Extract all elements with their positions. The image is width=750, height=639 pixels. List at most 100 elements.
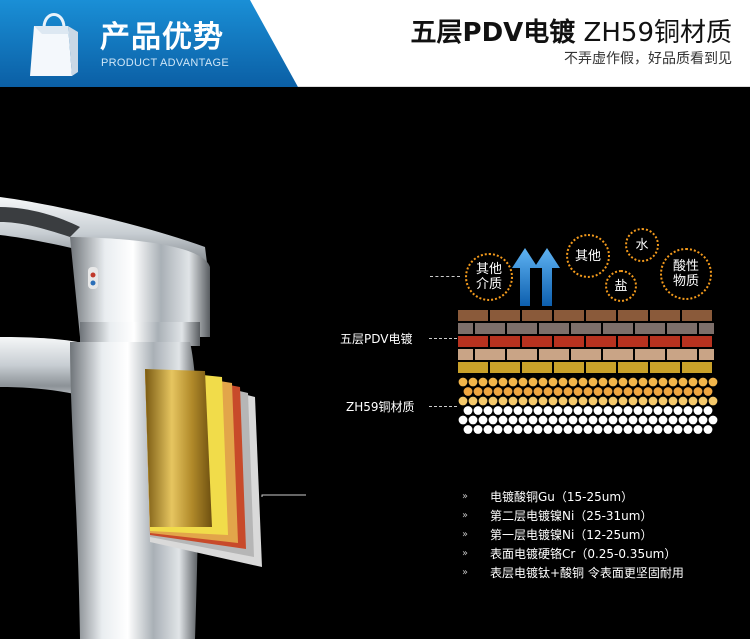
brass-dot <box>493 387 503 396</box>
brass-dot <box>593 425 603 434</box>
brass-dot <box>538 415 548 425</box>
pointer-line-pdv <box>429 338 457 339</box>
brass-dot <box>658 415 668 425</box>
brass-dot <box>543 406 553 415</box>
bubble-water: 水 <box>625 228 659 262</box>
brass-dot <box>663 387 673 396</box>
header-divider <box>298 86 750 87</box>
brick <box>539 323 569 334</box>
brass-dot <box>508 377 518 387</box>
brass-dot <box>478 377 488 387</box>
upward-arrows <box>512 248 560 306</box>
brick <box>458 362 488 373</box>
brass-dot <box>573 406 583 415</box>
headline-bold: 五层PDV电镀 <box>410 18 576 48</box>
brass-dot <box>578 377 588 387</box>
brass-dot <box>513 406 523 415</box>
legend-item: ››表层电镀钛+酸铜 令表面更坚固耐用 <box>462 566 684 580</box>
brass-dot <box>498 377 508 387</box>
brass-dot <box>523 406 533 415</box>
brick <box>586 362 616 373</box>
brass-dot <box>623 425 633 434</box>
brick <box>539 349 569 360</box>
brass-dot <box>703 425 713 434</box>
brick <box>522 336 552 347</box>
brass-dot <box>503 387 513 396</box>
plating-layers-diagram <box>458 248 718 434</box>
brick <box>635 349 665 360</box>
bubble-other-media: 其他介质 <box>465 253 513 301</box>
brass-dot <box>588 377 598 387</box>
brass-dot <box>518 415 528 425</box>
brass-dot <box>613 387 623 396</box>
brass-dot <box>533 425 543 434</box>
brass-dot <box>668 415 678 425</box>
headline-rest: ZH59铜材质 <box>575 18 732 48</box>
brass-dot <box>513 387 523 396</box>
brass-dot <box>693 425 703 434</box>
brass-dot <box>618 396 628 406</box>
brass-dot <box>633 406 643 415</box>
brass-dot <box>488 396 498 406</box>
brass-dot <box>473 406 483 415</box>
brass-dot <box>568 396 578 406</box>
label-pdv-plating: 五层PDV电镀 <box>340 332 413 346</box>
brass-dot <box>558 377 568 387</box>
brass-dot <box>463 406 473 415</box>
brass-dot <box>488 377 498 387</box>
brass-dot <box>618 415 628 425</box>
brick <box>650 362 680 373</box>
brick <box>458 323 473 334</box>
brass-dot <box>563 387 573 396</box>
brass-dot <box>633 387 643 396</box>
brass-dot <box>673 406 683 415</box>
brass-dot <box>528 415 538 425</box>
brass-dot <box>683 387 693 396</box>
brass-dot <box>608 377 618 387</box>
brick <box>522 362 552 373</box>
brass-dot <box>468 415 478 425</box>
brass-dot <box>533 406 543 415</box>
brass-dot <box>483 406 493 415</box>
label-brass: ZH59铜材质 <box>346 400 415 414</box>
header-banner: 产品优势 PRODUCT ADVANTAGE 五层PDV电镀 ZH59铜材质 不… <box>0 0 750 87</box>
brass-dot <box>698 377 708 387</box>
brass-dot <box>498 396 508 406</box>
brick <box>586 336 616 347</box>
section-title: 产品优势 <box>100 20 224 55</box>
brick <box>507 349 537 360</box>
brass-dot <box>668 377 678 387</box>
pointer-line-brass <box>429 406 457 407</box>
brass-dot <box>483 425 493 434</box>
brick <box>667 323 697 334</box>
brass-dot <box>643 387 653 396</box>
brass-dot <box>673 387 683 396</box>
bubble-acid: 酸性物质 <box>660 248 712 300</box>
brass-dot <box>553 425 563 434</box>
brass-dot <box>698 415 708 425</box>
brick <box>635 323 665 334</box>
brass-dot <box>458 396 468 406</box>
brass-dot <box>498 415 508 425</box>
brick <box>618 336 648 347</box>
brass-dot <box>628 415 638 425</box>
brass-dot <box>473 425 483 434</box>
layer-legend: ››电镀酸铜Gu（15-25um） ››第二层电镀镍Ni（25-31um） ››… <box>462 487 684 582</box>
brass-dot <box>598 415 608 425</box>
brick <box>618 310 648 321</box>
brick <box>554 310 584 321</box>
brass-dot <box>658 377 668 387</box>
brick <box>650 336 680 347</box>
brass-dot <box>668 396 678 406</box>
brass-dot <box>468 377 478 387</box>
brass-dot <box>678 377 688 387</box>
brass-dot <box>688 377 698 387</box>
brass-dot <box>613 406 623 415</box>
brass-dot <box>558 415 568 425</box>
brass-dot <box>543 387 553 396</box>
brass-dot <box>638 396 648 406</box>
pointer-line-top <box>430 276 460 277</box>
brick <box>699 323 714 334</box>
brass-dot <box>458 415 468 425</box>
brass-dot <box>703 387 713 396</box>
